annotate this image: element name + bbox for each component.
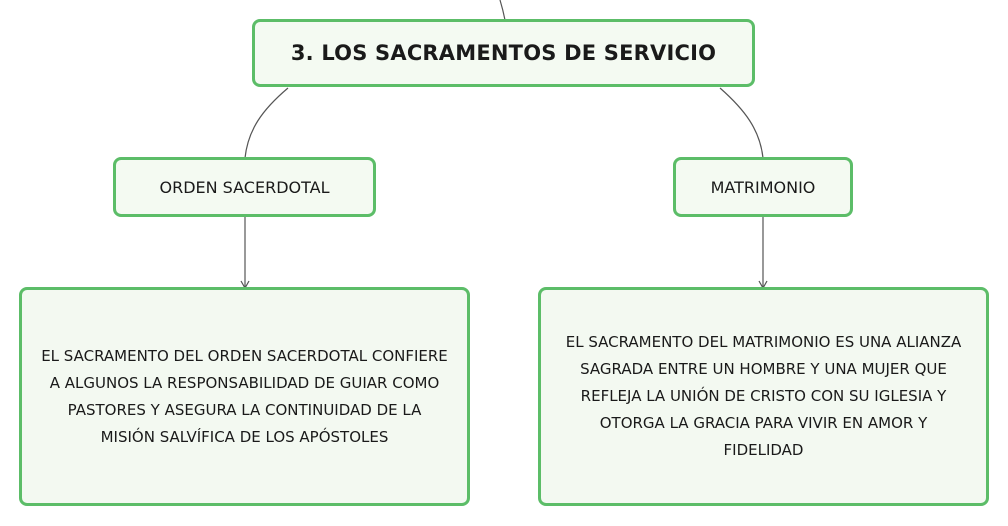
- connector-parent-to-root: [499, 0, 506, 21]
- leaf-node-matrimonio[interactable]: EL SACRAMENTO DEL MATRIMONIO ES UNA ALIA…: [538, 287, 989, 506]
- branch-label: MATRIMONIO: [710, 177, 816, 197]
- connector-root-to-orden: [244, 87, 289, 159]
- leaf-description: EL SACRAMENTO DEL MATRIMONIO ES UNA ALIA…: [565, 333, 962, 459]
- root-title: 3. LOS SACRAMENTOS DE SERVICIO: [290, 41, 717, 65]
- leaf-node-orden-sacerdotal[interactable]: EL SACRAMENTO DEL ORDEN SACERDOTAL CONFI…: [19, 287, 470, 506]
- branch-label: ORDEN SACERDOTAL: [159, 177, 330, 197]
- connector-root-to-matrimonio: [719, 87, 764, 159]
- root-node[interactable]: 3. LOS SACRAMENTOS DE SERVICIO: [252, 19, 755, 87]
- leaf-description: EL SACRAMENTO DEL ORDEN SACERDOTAL CONFI…: [41, 346, 448, 446]
- branch-node-matrimonio[interactable]: MATRIMONIO: [673, 157, 853, 217]
- branch-node-orden-sacerdotal[interactable]: ORDEN SACERDOTAL: [113, 157, 376, 217]
